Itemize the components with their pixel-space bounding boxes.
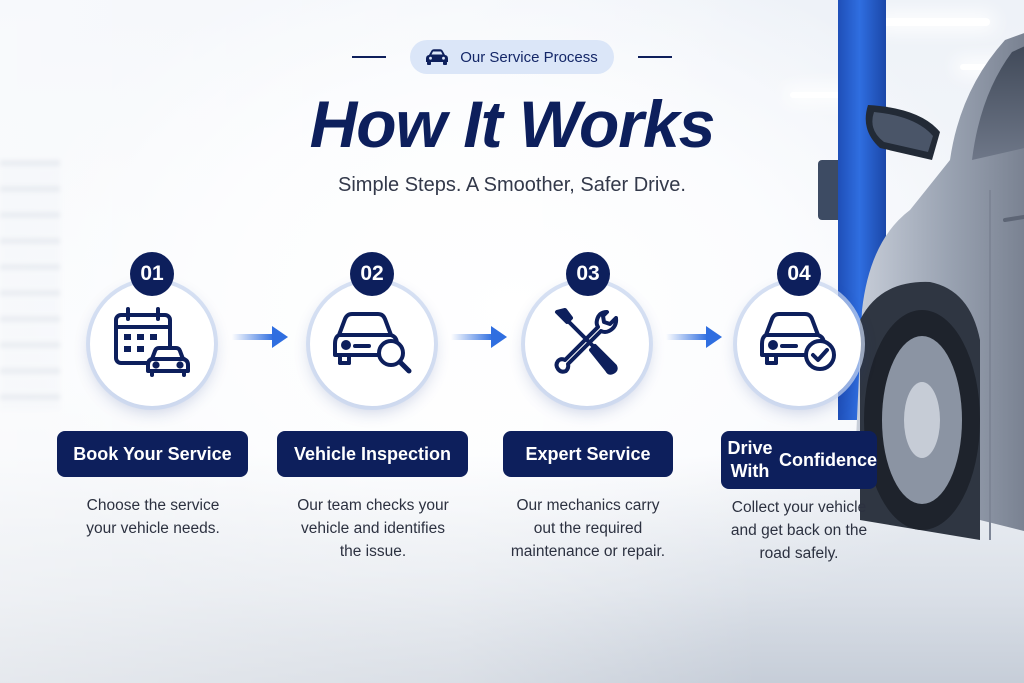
desc-line: vehicle and identifies (301, 520, 445, 537)
step-label-vehicle-inspection: Vehicle Inspection (277, 431, 468, 477)
car-magnifier-icon (331, 309, 413, 380)
desc-line: Our team checks your (297, 497, 449, 514)
desc-line: and get back on the (730, 522, 868, 539)
desc-line: Collect your vehicle (731, 499, 867, 516)
section-badge-text: Our Service Process (460, 48, 598, 66)
wrench-screwdriver-icon (551, 306, 623, 383)
desc-line: Our mechanics carry (516, 497, 660, 514)
step-description: Our team checks your vehicle and identif… (268, 494, 478, 563)
car-check-icon (758, 309, 840, 380)
step-number: 01 (130, 252, 174, 296)
step-icon-circle (310, 282, 434, 406)
car-silhouette (856, 33, 1024, 540)
section-badge: Our Service Process (410, 40, 614, 74)
step-description: Our mechanics carry out the required mai… (483, 494, 693, 563)
page-title: How It Works (309, 87, 716, 161)
page-subtitle: Simple Steps. A Smoother, Safer Drive. (338, 174, 686, 196)
desc-line: Choose the service (86, 497, 220, 514)
badge-divider-right (637, 56, 672, 58)
ceiling-light (880, 18, 990, 26)
step-number: 02 (350, 252, 394, 296)
step-icon-circle (90, 282, 214, 406)
desc-line: your vehicle needs. (86, 520, 220, 537)
step-icon-circle (737, 282, 861, 406)
calendar-car-icon (112, 306, 192, 382)
label-line: Drive With (727, 438, 773, 481)
step-label-book-your-service: Book Your Service (57, 431, 248, 477)
arrow-right-icon (451, 326, 507, 348)
desc-line: the issue. (339, 543, 407, 560)
step-label-drive-with-confidence: Drive With Confidence (721, 431, 877, 489)
section-badge-row: Our Service Process (0, 40, 1024, 74)
arrow-right-icon (232, 326, 288, 348)
step-description: Choose the service your vehicle needs. (53, 494, 253, 540)
car-icon (424, 48, 450, 66)
desc-line: out the required (533, 520, 643, 537)
step-number: 03 (566, 252, 610, 296)
step-description: Collect your vehicle and get back on the… (694, 496, 904, 565)
step-number: 04 (777, 252, 821, 296)
arrow-right-icon (666, 326, 722, 348)
ceiling-light (790, 92, 850, 98)
label-line: Confidence (778, 449, 877, 470)
desc-line: road safely. (759, 545, 839, 562)
step-icon-circle (525, 282, 649, 406)
desc-line: maintenance or repair. (510, 543, 666, 560)
step-label-expert-service: Expert Service (503, 431, 673, 477)
badge-divider-left (352, 56, 387, 58)
